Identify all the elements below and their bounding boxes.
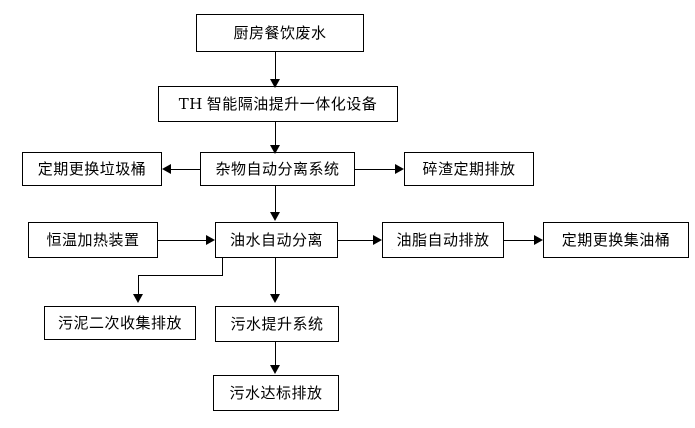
connector-heater-to-oilwater [158, 240, 206, 241]
node-label: 恒温加热装置 [46, 230, 140, 249]
node-ghost-text: · · · · · [391, 246, 430, 255]
node-label: 污泥二次收集排放 [57, 313, 182, 332]
arrowhead-oilwater-to-sewagelift [270, 294, 280, 303]
connector-oilwater-to-sewagelift [275, 258, 276, 298]
connector-debris-to-trashbin [171, 169, 200, 170]
node-sewage-lift-system[interactable]: 污水提升系统 [215, 306, 339, 342]
node-label: 碎渣定期排放 [422, 159, 516, 178]
node-label: 杂物自动分离系统 [215, 159, 340, 178]
node-label: 油脂自动排放 [396, 230, 490, 249]
node-label: 污水提升系统 [230, 314, 324, 333]
node-label-lead: TH [178, 94, 203, 113]
node-label: 油水自动分离 [229, 230, 323, 249]
node-slag-discharge[interactable]: 碎渣定期排放 [404, 152, 534, 186]
connector-debris-to-slag [355, 169, 395, 170]
node-label: 定期更换垃圾桶 [37, 159, 147, 178]
node-th-equipment[interactable]: TH 智能隔油提升一体化设备 [158, 86, 398, 122]
arrowhead-debris-to-slag [395, 164, 404, 174]
node-replace-trash-bin[interactable]: 定期更换垃圾桶 [22, 152, 162, 186]
node-replace-oil-barrel[interactable]: 定期更换集油桶 [543, 222, 689, 258]
node-label: 智能隔油提升一体化设备 [206, 94, 378, 113]
arrowhead-sewagelift-to-discharge [270, 365, 280, 374]
node-label: 定期更换集油桶 [561, 230, 671, 249]
arrowhead-heater-to-oilwater [206, 235, 215, 245]
connector-debris-to-oilwater [275, 186, 276, 214]
node-grease-auto-discharge[interactable]: 油脂自动排放 · · · · · [382, 222, 504, 258]
connector-oilwater-to-sludge-seg2 [138, 275, 223, 276]
arrowhead-debris-to-trashbin [162, 164, 171, 174]
node-constant-temp-heater[interactable]: 恒温加热装置 [28, 222, 158, 258]
arrowhead-oilwater-to-sludge [133, 294, 143, 303]
connector-grease-to-oilbarrel [504, 240, 534, 241]
node-kitchen-wastewater[interactable]: 厨房餐饮废水 [196, 14, 364, 52]
node-sludge-collection[interactable]: 污泥二次收集排放 [44, 306, 196, 340]
arrowhead-th-to-debris [270, 145, 280, 154]
arrowhead-debris-to-oilwater [270, 212, 280, 221]
connector-oilwater-to-grease [338, 240, 373, 241]
node-oil-water-separation[interactable]: 油水自动分离 [215, 222, 338, 258]
connector-oilwater-to-sludge-seg3 [138, 275, 139, 297]
arrowhead-grease-to-oilbarrel [534, 235, 543, 245]
arrowhead-oilwater-to-grease [373, 235, 382, 245]
connector-oilwater-to-sludge-seg1 [222, 258, 223, 276]
arrowhead-kitchen-to-th [270, 79, 280, 88]
node-debris-separation[interactable]: 杂物自动分离系统 [200, 152, 355, 186]
connector-th-to-debris [275, 122, 276, 149]
connector-sewagelift-to-discharge [275, 342, 276, 368]
node-label: 污水达标排放 [229, 383, 323, 402]
node-sewage-standard-discharge[interactable]: 污水达标排放 [213, 375, 339, 411]
connector-kitchen-to-th [275, 52, 276, 82]
node-label: 厨房餐饮废水 [233, 23, 327, 42]
